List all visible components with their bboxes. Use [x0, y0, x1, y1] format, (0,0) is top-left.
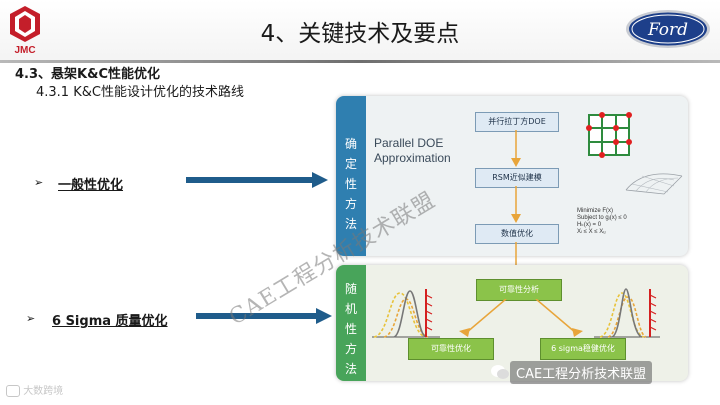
deterministic-method-panel: 确 定 性 方 法 Parallel DOE Approximation 并行拉…: [336, 96, 688, 256]
parallel-doe-title: Parallel DOE Approximation: [374, 136, 451, 165]
deterministic-side-label: 确 定 性 方 法: [336, 96, 366, 256]
numerical-optimization-box: 数值优化: [475, 224, 559, 244]
wechat-icon: [491, 365, 509, 379]
watermark-logo-icon: [6, 385, 20, 397]
optimization-formula: Minimize F(x) Subject to gⱼ(x) ≤ 0 Hₖ(x)…: [577, 208, 627, 235]
arrow-to-deterministic: [186, 172, 328, 188]
flow-arrow: [511, 130, 521, 167]
six-sigma-robust-box: 6 sigma稳健优化: [540, 338, 626, 360]
item-general-optimization: 一般性优化: [58, 178, 124, 193]
distribution-curves-icon: [594, 288, 660, 338]
reliability-optimization-box: 可靠性优化: [408, 338, 494, 360]
bullet-icon: ➢: [26, 312, 36, 325]
flow-arrow: [511, 186, 521, 223]
bullet-icon: ➢: [34, 176, 44, 189]
svg-text:JMC: JMC: [14, 45, 35, 56]
distribution-curves-icon: [372, 289, 440, 338]
ford-logo: Ford: [626, 10, 710, 48]
wechat-watermark: CAE工程分析技术联盟: [510, 361, 653, 384]
arrow-to-stochastic: [196, 308, 332, 324]
rsm-box: RSM近似建模: [475, 168, 559, 188]
stochastic-side-label: 随 机 性 方 法: [336, 265, 366, 381]
flow-arrows: [459, 299, 583, 337]
section-heading: 4.3、悬架K&C性能优化: [15, 67, 160, 82]
latin-hypercube-grid-icon: [586, 112, 632, 158]
header-divider: [0, 60, 720, 63]
reliability-analysis-box: 可靠性分析: [476, 279, 562, 301]
svg-text:Ford: Ford: [647, 20, 688, 40]
doe-box: 并行拉丁方DOE: [475, 112, 559, 132]
bottom-left-watermark: 大数跨境: [6, 382, 63, 397]
header-bar: [0, 0, 720, 62]
response-surface-icon: [625, 173, 683, 195]
jmc-logo: JMC: [10, 6, 40, 56]
page-title: 4、关键技术及要点: [260, 21, 460, 47]
section-subheading: 4.3.1 K&C性能设计优化的技术路线: [36, 85, 244, 100]
item-six-sigma-optimization: 6 Sigma 质量优化: [52, 314, 168, 329]
